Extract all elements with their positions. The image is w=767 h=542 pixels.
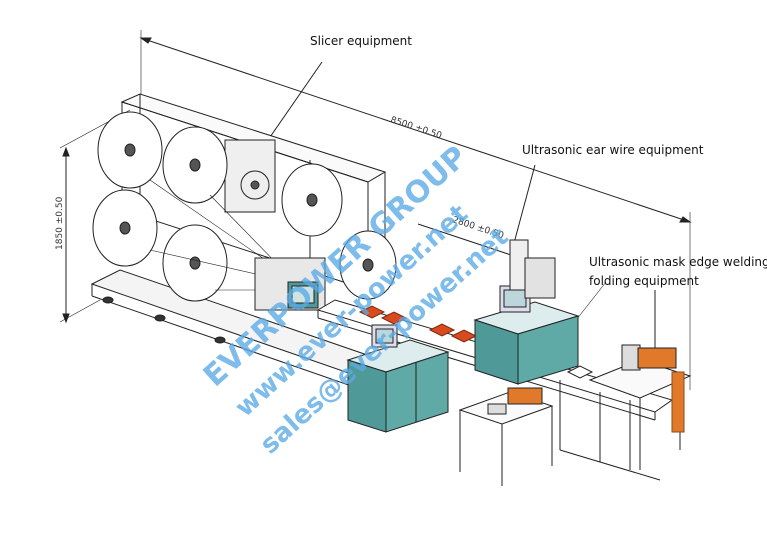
label-slicer-equipment: Slicer equipment [310,34,412,48]
cabinet-middle [473,239,580,385]
folding-table [458,387,554,486]
dimension-line-length [139,30,692,390]
leader-slicer [267,61,323,141]
dimension-line-height [59,109,131,324]
label-ear-wire-equipment: Ultrasonic ear wire equipment [522,143,704,157]
material-rolls [92,111,397,302]
conveyor-legs [559,380,661,481]
label-edge-welding-line2: folding equipment [589,274,699,288]
cabinet-left [346,324,450,433]
slicer-machine [254,257,326,311]
label-edge-welding-line1: Ultrasonic mask edge welding [589,255,767,269]
dim-text-height: 1850 ±0.50 [55,196,65,250]
edge-welding-station [588,344,692,470]
dim-text-length: 8500 ±0.50 [389,115,443,141]
